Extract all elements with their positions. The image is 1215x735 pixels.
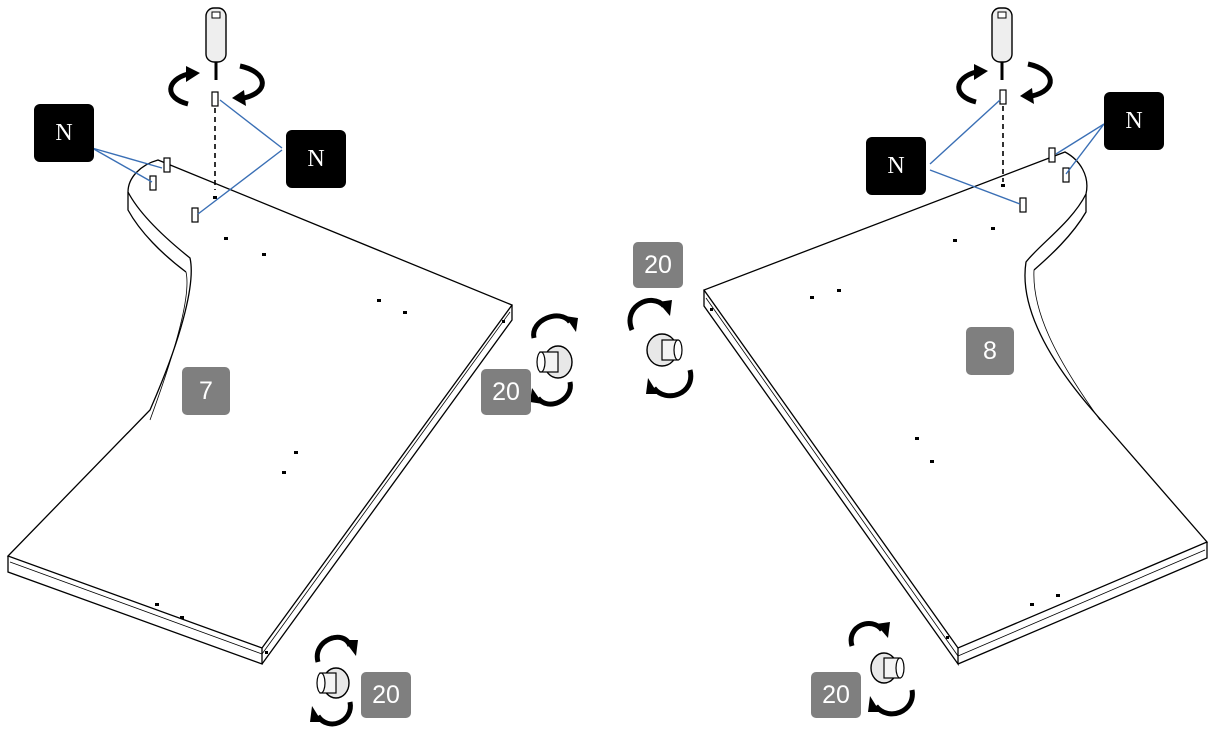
dowel-icon	[149, 91, 219, 223]
cam-lock-icon	[310, 634, 358, 727]
screwdriver-icon	[205, 7, 227, 80]
cam-number-right-top: 20	[633, 242, 683, 288]
callout-n-left-inner: N	[286, 130, 346, 188]
screwdriver-icon	[991, 7, 1013, 80]
cam-lock-icon	[530, 313, 578, 407]
dowel-icon	[999, 89, 1070, 213]
panel-number-8: 8	[966, 327, 1014, 375]
cam-lock-icon	[627, 298, 694, 399]
callout-n-left-outer: N	[34, 104, 94, 162]
leader-lines	[91, 99, 1105, 215]
panel-number-7: 7	[182, 367, 230, 415]
callout-n-right-inner: N	[866, 137, 926, 195]
panel-8-right	[702, 89, 1209, 667]
rotate-arrow-icon	[168, 63, 265, 107]
callout-n-right-outer: N	[1104, 92, 1164, 150]
cam-number-left-bottom: 20	[361, 672, 411, 718]
rotate-arrow-icon	[956, 61, 1053, 105]
cam-number-left-side: 20	[481, 369, 531, 415]
cam-number-right-bottom: 20	[811, 672, 861, 718]
panel-7-left	[6, 91, 514, 665]
cam-lock-icon	[848, 620, 915, 717]
